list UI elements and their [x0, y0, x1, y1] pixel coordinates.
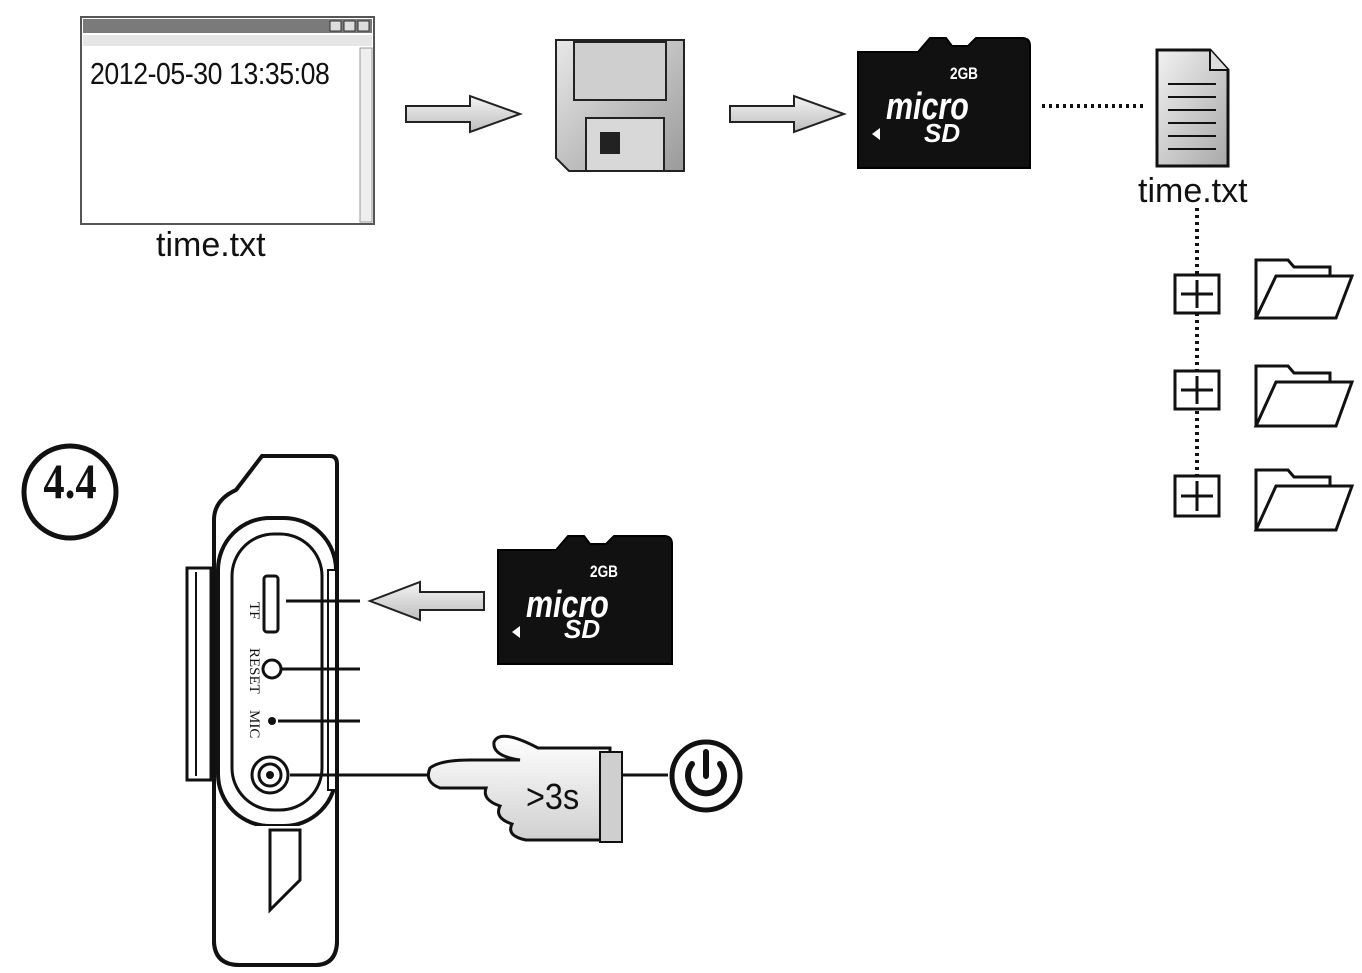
reset-label: RESET: [246, 648, 262, 694]
mic-label: MIC: [246, 710, 262, 739]
hold-duration-label: >3s: [526, 776, 580, 817]
step-number: 4.4: [43, 453, 97, 509]
tf-slot-label: TF: [246, 602, 262, 620]
microsd-card-icon: [497, 535, 673, 665]
folder-icon: [1253, 468, 1355, 532]
sd-top-capacity: 2GB: [950, 64, 978, 83]
sd-top-brand-sd: SD: [924, 118, 961, 148]
text-file-icon: [1155, 48, 1230, 168]
arrow-right-icon: [405, 94, 523, 134]
callout-lines: [278, 599, 668, 777]
camera-device: [185, 454, 339, 967]
sd-bottom-brand: micro: [526, 584, 609, 626]
insert-arrow-icon: [367, 580, 485, 622]
sd-bottom-capacity: 2GB: [590, 562, 618, 581]
floppy-disk-icon: [555, 39, 685, 172]
plus-box-icon: [1173, 474, 1221, 518]
saved-file-name: time.txt: [1138, 172, 1248, 210]
microsd-card-icon: [857, 37, 1031, 169]
plus-box-icon: [1173, 369, 1221, 411]
sd-bottom-brand-sd: SD: [564, 614, 601, 644]
notepad-filename: time.txt: [156, 226, 266, 264]
folder-icon: [1253, 258, 1355, 320]
notepad-content: 2012-05-30 13:35:08: [90, 56, 330, 91]
step-number-circle: [21, 443, 119, 541]
pointing-hand-icon: [426, 734, 623, 843]
folder-icon: [1253, 364, 1355, 428]
power-icon: [669, 739, 743, 813]
sd-top-brand: micro: [886, 86, 969, 128]
notepad-window-icon: [80, 16, 375, 225]
arrow-right-icon: [729, 94, 847, 134]
plus-box-icon: [1173, 273, 1221, 315]
